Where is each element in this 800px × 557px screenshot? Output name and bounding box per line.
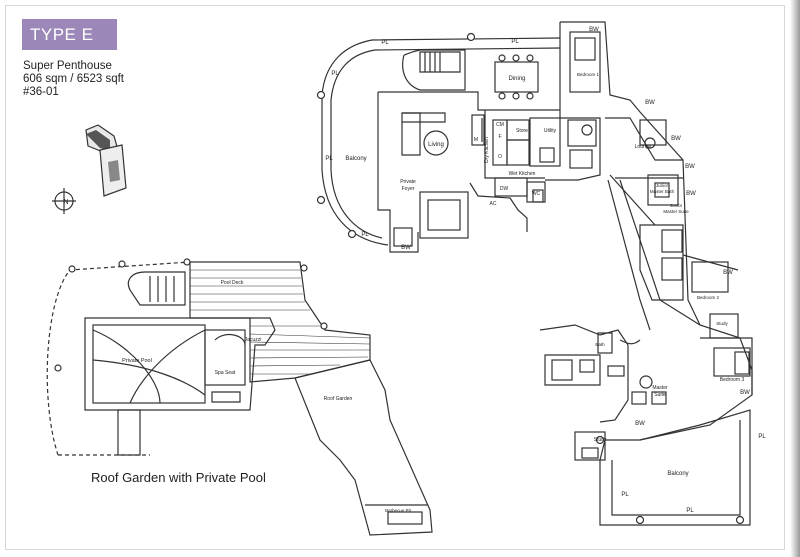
master-suite-label-2: Suite — [654, 392, 666, 398]
pl-label-1: PL — [381, 40, 389, 46]
wet-kitchen-label: Wet Kitchen — [509, 171, 536, 177]
balcony-label-lower: Balcony — [667, 471, 688, 477]
ac-label: AC — [490, 201, 497, 207]
junior-suite-label-2: Master Suite — [663, 209, 689, 214]
type-badge: TYPE E — [22, 19, 117, 50]
bw-label-6: BW — [401, 245, 411, 251]
wc-label: WC — [532, 191, 541, 197]
unit-area: 606 sqm / 6523 sqft — [23, 73, 125, 85]
private-foyer-label-1: Private — [400, 179, 416, 185]
roof-garden-label: Roof Garden — [324, 396, 353, 402]
living-label: Living — [428, 142, 444, 148]
bedroom3-label: Bedroom 3 — [720, 377, 745, 383]
main-apartment-plan — [316, 21, 753, 526]
bw-label-7: BW — [723, 270, 733, 276]
dry-kitchen-label: Dry Kitchen — [484, 137, 490, 163]
bw-label-8: BW — [740, 390, 750, 396]
page-edge-shadow — [790, 0, 800, 557]
bw-label-5: BW — [686, 191, 696, 197]
pl-label-5: PL — [361, 232, 369, 238]
utility-label: Utility — [544, 128, 557, 134]
study-label-lower: Study — [594, 437, 607, 443]
compass-icon — [52, 188, 76, 214]
page-frame — [5, 5, 785, 550]
study-label-upper: Study — [716, 321, 728, 326]
junior-bath-label-2: Master Bath — [650, 189, 675, 194]
unit-info: Super Penthouse 606 sqm / 6523 sqft #36-… — [23, 60, 124, 99]
o-label: O — [498, 154, 502, 160]
pl-label-6: PL — [621, 492, 629, 498]
m-label: M — [474, 137, 478, 143]
bedroom2-label: Bedroom 2 — [697, 295, 720, 300]
roof-garden-caption: Roof Garden with Private Pool — [91, 470, 266, 485]
unit-title: Super Penthouse — [23, 60, 112, 72]
spa-seat-label: Spa Seat — [215, 370, 236, 376]
balcony-label-upper: Balcony — [345, 156, 366, 162]
pl-label-4: PL — [325, 156, 333, 162]
pl-label-8: PL — [758, 434, 766, 440]
pool-deck-label: Pool Deck — [221, 280, 244, 286]
bw-label-9: BW — [635, 421, 645, 427]
unit-number: #36-01 — [23, 86, 59, 98]
compass-north-label: N — [63, 199, 68, 206]
master-suite-label-1: Master — [652, 385, 668, 391]
f-label: F — [498, 134, 501, 140]
bw-label-4: BW — [685, 164, 695, 170]
bath-label: Bath — [595, 342, 605, 347]
store-label: Store — [516, 128, 528, 134]
key-plan — [85, 124, 127, 197]
bedroom1-label: Bedroom 1 — [577, 72, 600, 77]
cm-label: CM — [496, 122, 504, 128]
bw-label-2: BW — [645, 100, 655, 106]
roof-garden-plan — [46, 258, 433, 536]
dining-label: Dining — [508, 76, 525, 82]
bw-label-1: BW — [589, 27, 599, 33]
junior-suite-label-1: Junior — [670, 203, 683, 208]
private-pool-label: Private Pool — [122, 358, 152, 364]
pl-label-7: PL — [686, 508, 694, 514]
dw-label: DW — [500, 186, 509, 192]
junior-bath-label-1: Junior — [656, 183, 669, 188]
barbecue-pit-label: Barbecue Pit — [385, 508, 412, 513]
private-foyer-label-2: Foyer — [402, 186, 415, 192]
jacuzzi-label: Jacuzzi — [245, 337, 262, 343]
pl-label-3: PL — [331, 71, 339, 77]
pl-label-2: PL — [511, 39, 519, 45]
bw-label-3: BW — [671, 136, 681, 142]
lounge-label: Lounge — [635, 144, 652, 150]
